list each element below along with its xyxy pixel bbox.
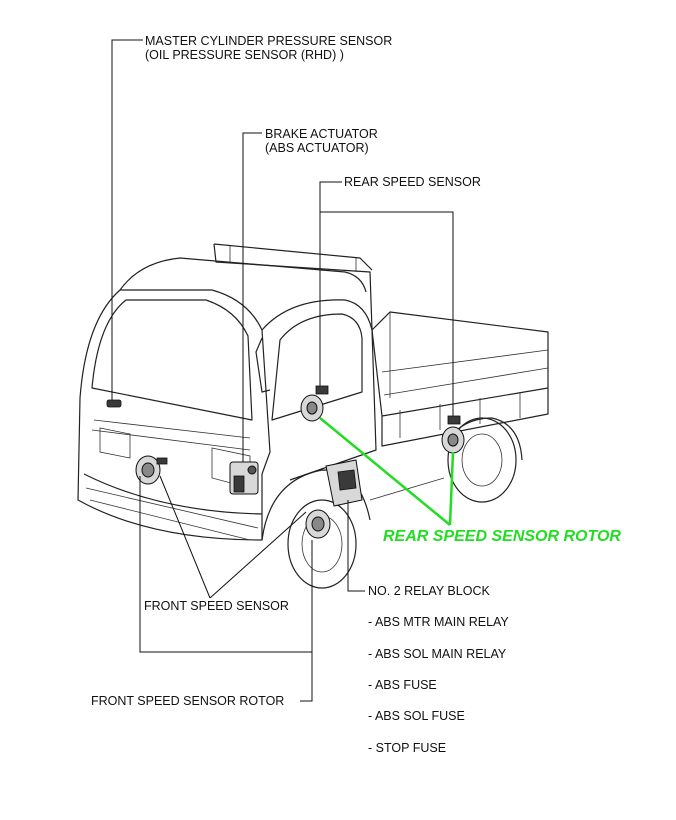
- front-speed-sensor-label: FRONT SPEED SENSOR: [144, 599, 289, 613]
- master-cylinder-label-line2: (OIL PRESSURE SENSOR (RHD) ): [145, 48, 344, 62]
- master-cylinder-sensor: [106, 399, 122, 408]
- front-speed-sensor-rotor-label: FRONT SPEED SENSOR ROTOR: [91, 694, 285, 708]
- truck-illustration: [77, 243, 549, 589]
- rear-speed-sensor-rotor-left: [300, 385, 329, 422]
- front-speed-sensor-rotor-right: [305, 509, 331, 539]
- leader-lines: [111, 39, 454, 702]
- relay-item-stop-fuse: - STOP FUSE: [368, 741, 447, 755]
- rear-speed-sensor-rotor-right: [441, 415, 465, 454]
- rear-speed-sensor-rotor-label: REAR SPEED SENSOR ROTOR: [383, 528, 621, 545]
- rear-rotor-highlight: [319, 417, 455, 526]
- relay-block-label: NO. 2 RELAY BLOCK: [368, 584, 490, 598]
- relay-item-abs-fuse: - ABS FUSE: [368, 678, 437, 692]
- brake-actuator: [229, 461, 259, 495]
- brake-actuator-label-line2: (ABS ACTUATOR): [265, 141, 369, 155]
- brake-actuator-label: BRAKE ACTUATOR (ABS ACTUATOR): [265, 127, 378, 155]
- master-cylinder-label-line1: MASTER CYLINDER PRESSURE SENSOR: [145, 34, 393, 48]
- relay-item-abs-mtr-main-relay: - ABS MTR MAIN RELAY: [368, 615, 509, 629]
- no2-relay-block: [325, 459, 363, 507]
- brake-actuator-label-line1: BRAKE ACTUATOR: [265, 127, 378, 141]
- front-speed-sensor-left: [135, 455, 168, 485]
- relay-item-abs-sol-main-relay: - ABS SOL MAIN RELAY: [368, 647, 507, 661]
- master-cylinder-label: MASTER CYLINDER PRESSURE SENSOR (OIL PRE…: [145, 34, 392, 62]
- rear-speed-sensor-label: REAR SPEED SENSOR: [344, 175, 481, 189]
- relay-item-abs-sol-fuse: - ABS SOL FUSE: [368, 709, 465, 723]
